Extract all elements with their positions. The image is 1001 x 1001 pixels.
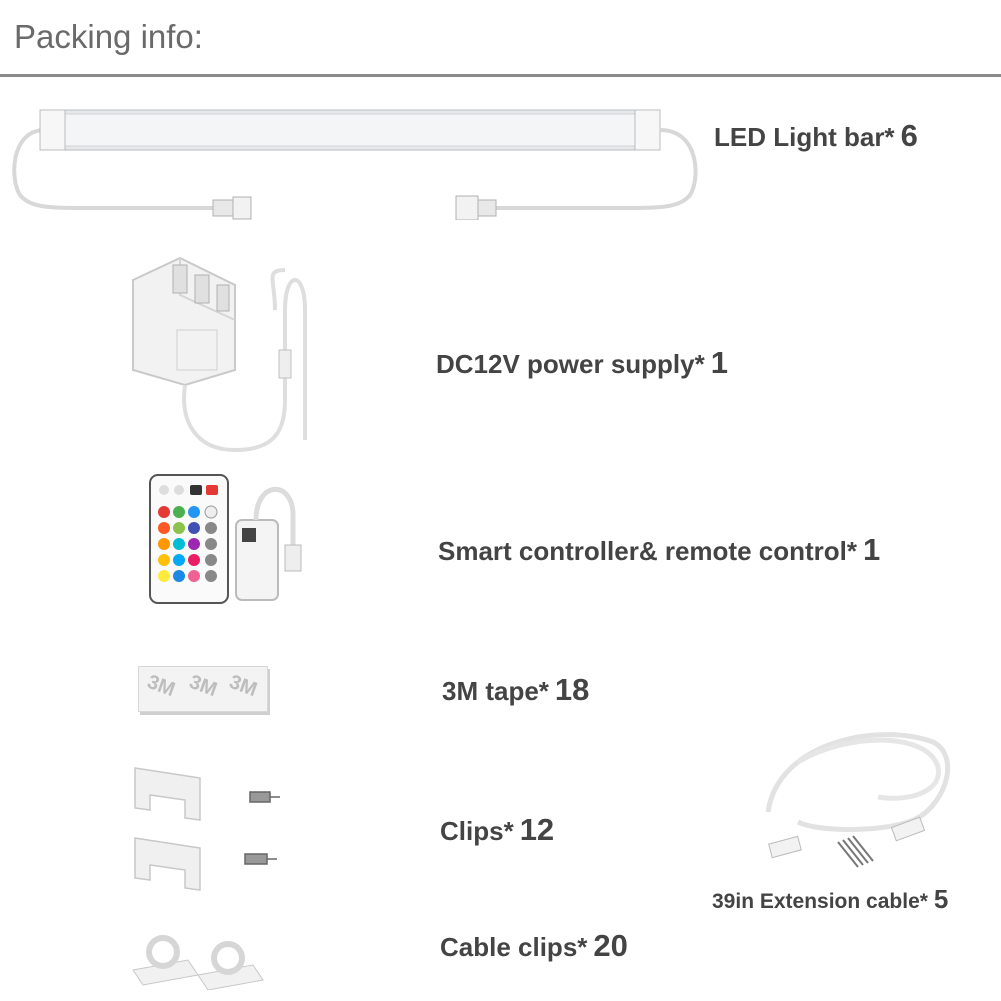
remote-controller-image bbox=[149, 474, 302, 604]
tape-image: 3M 3M 3M bbox=[138, 666, 268, 712]
cable-clips-image bbox=[132, 935, 264, 990]
item-label-smart-controller: Smart controller& remote control*1 bbox=[438, 532, 881, 567]
item-label-led-light-bar: LED Light bar*6 bbox=[714, 118, 918, 153]
item-label-3m-tape: 3M tape*18 bbox=[442, 672, 590, 707]
item-label-extension-cable: 39in Extension cable*5 bbox=[712, 884, 949, 914]
clips-image bbox=[134, 767, 280, 891]
item-label-clips: Clips*12 bbox=[440, 812, 555, 847]
led-light-bar-image bbox=[12, 109, 698, 220]
header-divider bbox=[0, 74, 1001, 77]
page-title: Packing info: bbox=[14, 18, 203, 55]
item-label-cable-clips: Cable clips*20 bbox=[440, 928, 628, 963]
item-label-power-supply: DC12V power supply*1 bbox=[436, 345, 728, 380]
extension-cable-image bbox=[765, 732, 951, 868]
power-supply-image bbox=[132, 256, 307, 453]
